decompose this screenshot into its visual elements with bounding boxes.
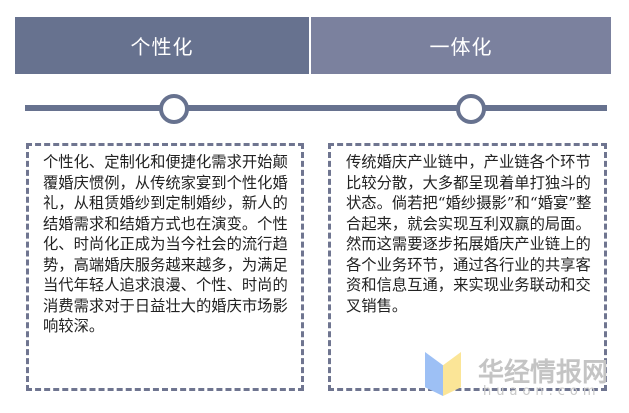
watermark-logo-icon <box>443 352 461 396</box>
integration-description-box: 传统婚庆产业链中，产业链各个环节比较分散，大多都呈现着单打独斗的状态。倘若把“婚… <box>328 143 607 391</box>
watermark-cn-text: 华经情报网 <box>478 358 609 388</box>
watermark-en-text: huaon.com <box>483 384 601 399</box>
timeline-node-circle-icon <box>159 94 189 124</box>
watermark-logo-icon <box>425 352 443 396</box>
header-integration: 一体化 <box>311 17 611 74</box>
header-personalization: 个性化 <box>15 17 309 74</box>
personalization-description-box: 个性化、定制化和便捷化需求开始颠覆婚庆惯例，从传统家宴到个性化婚礼，从租赁婚纱到… <box>26 143 304 391</box>
watermark: 华经情报网 huaon.com <box>423 350 613 402</box>
timeline-node-circle-icon <box>456 94 486 124</box>
timeline-line <box>25 105 607 111</box>
